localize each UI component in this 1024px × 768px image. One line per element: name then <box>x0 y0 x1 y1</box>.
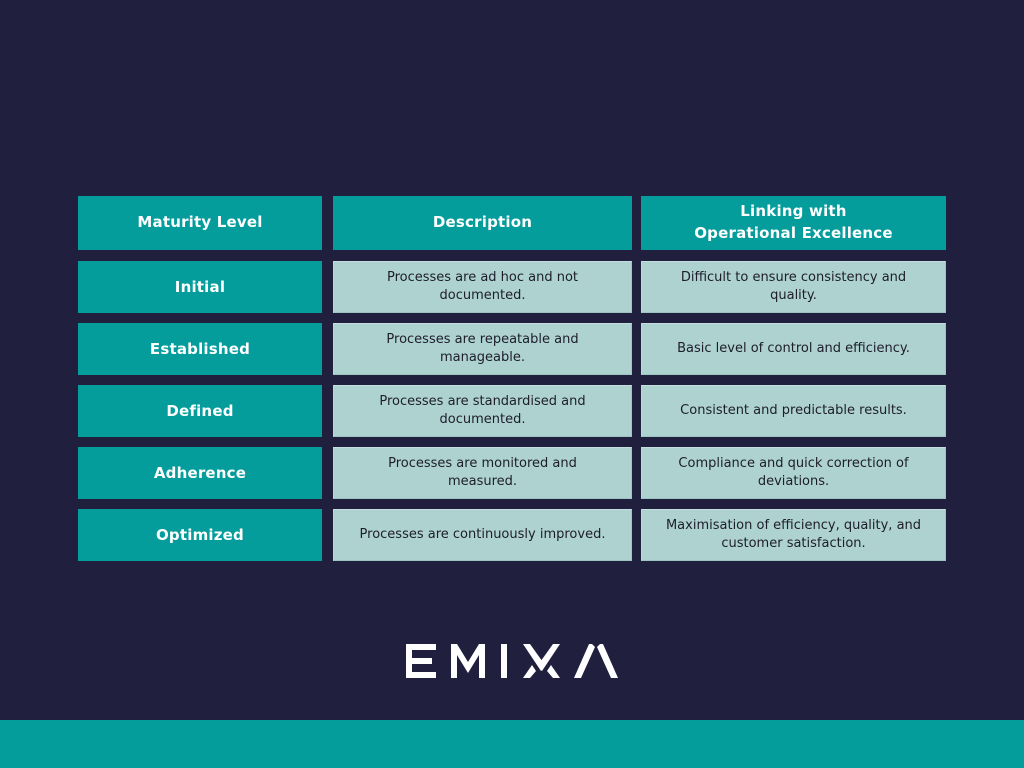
maturity-level-label: Initial <box>174 278 226 296</box>
table-row: Adherence Processes are monitored and me… <box>78 447 946 499</box>
table-row: Defined Processes are standardised and d… <box>78 385 946 437</box>
linking-text: Difficult to ensure consistency and qual… <box>680 269 907 303</box>
maturity-model-table: Maturity Level Description Linking with … <box>78 196 946 561</box>
description-cell: Processes are standardised and documente… <box>333 385 632 437</box>
linking-cell: Difficult to ensure consistency and qual… <box>641 261 946 313</box>
linking-text: Compliance and quick correction of devia… <box>678 455 909 489</box>
linking-cell: Consistent and predictable results. <box>641 385 946 437</box>
description-text: Processes are ad hoc and not documented. <box>386 269 579 303</box>
table-row: Optimized Processes are continuously imp… <box>78 509 946 561</box>
table-row: Established Processes are repeatable and… <box>78 323 946 375</box>
description-cell: Processes are ad hoc and not documented. <box>333 261 632 313</box>
description-text: Processes are standardised and documente… <box>379 393 586 427</box>
emixa-logo <box>406 641 618 681</box>
maturity-level-label: Defined <box>166 402 234 420</box>
linking-text: Maximisation of efficiency, quality, and… <box>665 517 922 551</box>
column-header-maturity-level-label: Maturity Level <box>137 213 263 232</box>
maturity-level-cell: Initial <box>78 261 322 313</box>
column-header-description-label: Description <box>432 213 533 232</box>
column-header-linking-line1: Linking with <box>740 202 847 221</box>
maturity-level-label: Optimized <box>155 526 244 544</box>
column-header-linking-operational-excellence: Linking with Operational Excellence <box>641 196 946 250</box>
linking-text: Consistent and predictable results. <box>680 402 907 418</box>
linking-text: Basic level of control and efficiency. <box>677 340 910 356</box>
column-header-description: Description <box>333 196 632 250</box>
table-header-row: Maturity Level Description Linking with … <box>78 196 946 250</box>
description-text: Processes are monitored and measured. <box>388 455 577 489</box>
linking-cell: Basic level of control and efficiency. <box>641 323 946 375</box>
description-cell: Processes are repeatable and manageable. <box>333 323 632 375</box>
description-text: Processes are repeatable and manageable. <box>386 331 579 365</box>
maturity-level-cell: Adherence <box>78 447 322 499</box>
maturity-level-cell: Established <box>78 323 322 375</box>
bottom-accent-bar <box>0 720 1024 768</box>
maturity-level-cell: Defined <box>78 385 322 437</box>
maturity-level-cell: Optimized <box>78 509 322 561</box>
description-cell: Processes are monitored and measured. <box>333 447 632 499</box>
linking-cell: Maximisation of efficiency, quality, and… <box>641 509 946 561</box>
column-header-linking-line2: Operational Excellence <box>694 224 893 242</box>
emixa-logo-glyphs <box>406 644 618 678</box>
maturity-level-label: Adherence <box>153 464 247 482</box>
description-text: Processes are continuously improved. <box>359 526 606 542</box>
maturity-level-label: Established <box>149 340 251 358</box>
linking-cell: Compliance and quick correction of devia… <box>641 447 946 499</box>
description-cell: Processes are continuously improved. <box>333 509 632 561</box>
table-row: Initial Processes are ad hoc and not doc… <box>78 261 946 313</box>
column-header-maturity-level: Maturity Level <box>78 196 322 250</box>
